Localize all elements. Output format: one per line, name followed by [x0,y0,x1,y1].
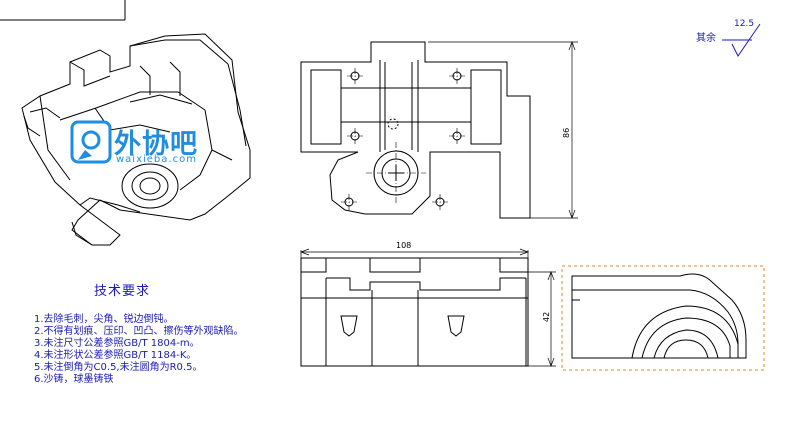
dimension-42 [528,271,556,367]
side-view [571,273,747,359]
roughness-annotation: 其余 12.5 [696,19,754,44]
title-block-fragment [0,0,126,21]
roughness-value: 12.5 [734,19,755,29]
note-item: 6.沙铸，球墨铸铁 [34,374,114,385]
notes-title: 技术要求 [94,284,151,299]
top-view-centerlines [341,68,465,210]
top-view [300,41,531,219]
roughness-label: 其余 [696,33,716,44]
isometric-view [21,33,251,246]
note-item: 3.未注尺寸公差参照GB/T 1804-m。 [34,338,200,349]
side-view-frame [561,265,765,371]
dimension-108-label: 108 [396,241,412,250]
note-item: 4.未注形状公差参照GB/T 1184-K。 [34,350,197,361]
watermark-url: waixieba.com [116,154,197,165]
dimension-86 [428,41,578,219]
watermark-brand: 外协吧 [114,129,198,160]
front-view [300,257,529,367]
roughness-symbol-icon [722,23,761,57]
note-item: 2.不得有划痕、压印、凹凸、擦伤等外观缺陷。 [34,326,244,337]
watermark-logo-icon [70,120,112,164]
dimension-108 [300,248,529,258]
note-item: 5.未注倒角为C0.5,未注圆角为R0.5。 [34,362,203,373]
dimension-42-label: 42 [542,311,551,322]
note-item: 1.去除毛刺，尖角、锐边倒钝。 [34,314,174,325]
dimension-86-label: 86 [562,127,571,138]
